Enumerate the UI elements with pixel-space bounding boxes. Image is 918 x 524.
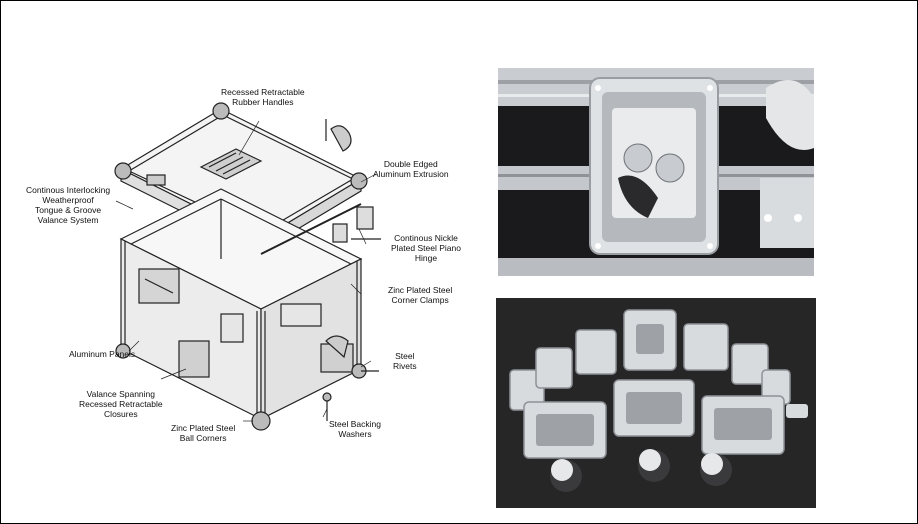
label-backing-washers: Steel Backing Washers xyxy=(329,419,381,439)
label-aluminum-panels: Aluminum Panels xyxy=(69,349,136,359)
label-corner-clamps: Zinc Plated Steel Corner Clamps xyxy=(388,285,453,305)
case-line-drawing xyxy=(114,102,381,431)
label-ball-corners: Zinc Plated Steel Ball Corners xyxy=(171,423,236,443)
label-closures: Valance Spanning Recessed Retractable Cl… xyxy=(79,389,163,419)
label-tongue-groove: Continous Interlocking Weatherproof Tong… xyxy=(26,185,111,225)
label-extrusion: Double Edged Aluminum Extrusion xyxy=(373,159,449,179)
label-handles: Recessed Retractable Rubber Handles xyxy=(221,87,305,107)
exploded-case-diagram: Recessed Retractable Rubber Handles Doub… xyxy=(21,79,481,459)
label-piano-hinge: Continous Nickle Plated Steel Piano Hing… xyxy=(391,233,461,263)
latch-closeup-photo xyxy=(498,68,814,276)
hardware-assortment-photo xyxy=(496,298,816,508)
label-steel-rivets: Steel Rivets xyxy=(393,351,417,371)
